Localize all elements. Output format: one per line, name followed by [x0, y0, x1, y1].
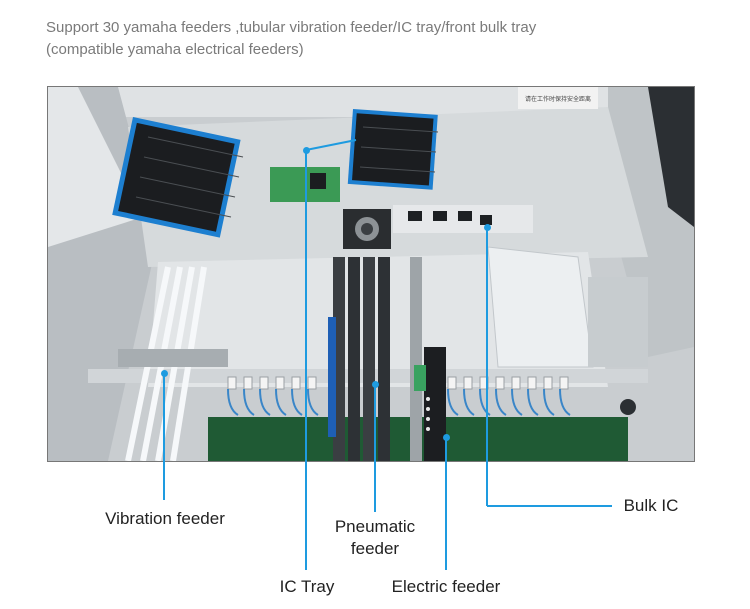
label-vibration-feeder: Vibration feeder [105, 509, 225, 528]
caption-line-2: (compatible yamaha electrical feeders) [46, 41, 304, 58]
label-ic-tray: IC Tray [279, 577, 335, 596]
dot-bulk-ic [484, 224, 491, 231]
machine-photo: 请在工作时保持安全距离 [47, 86, 695, 462]
dot-electric-feeder [443, 434, 450, 441]
warning-sign-text: 请在工作时保持安全距离 [525, 95, 591, 103]
label-electric-feeder: Electric feeder [391, 577, 501, 596]
dot-vibration-feeder [161, 370, 168, 377]
label-bulk-ic: Bulk IC [623, 496, 679, 515]
caption-line-1: Support 30 yamaha feeders ,tubular vibra… [46, 19, 537, 36]
label-pneumatic-line2: feeder [350, 539, 400, 558]
dot-pneumatic-feeder [372, 381, 379, 388]
label-pneumatic-feeder: Pneumatic feeder [320, 516, 430, 560]
dot-ic-tray [303, 147, 310, 154]
label-pneumatic-line1: Pneumatic [334, 517, 416, 536]
